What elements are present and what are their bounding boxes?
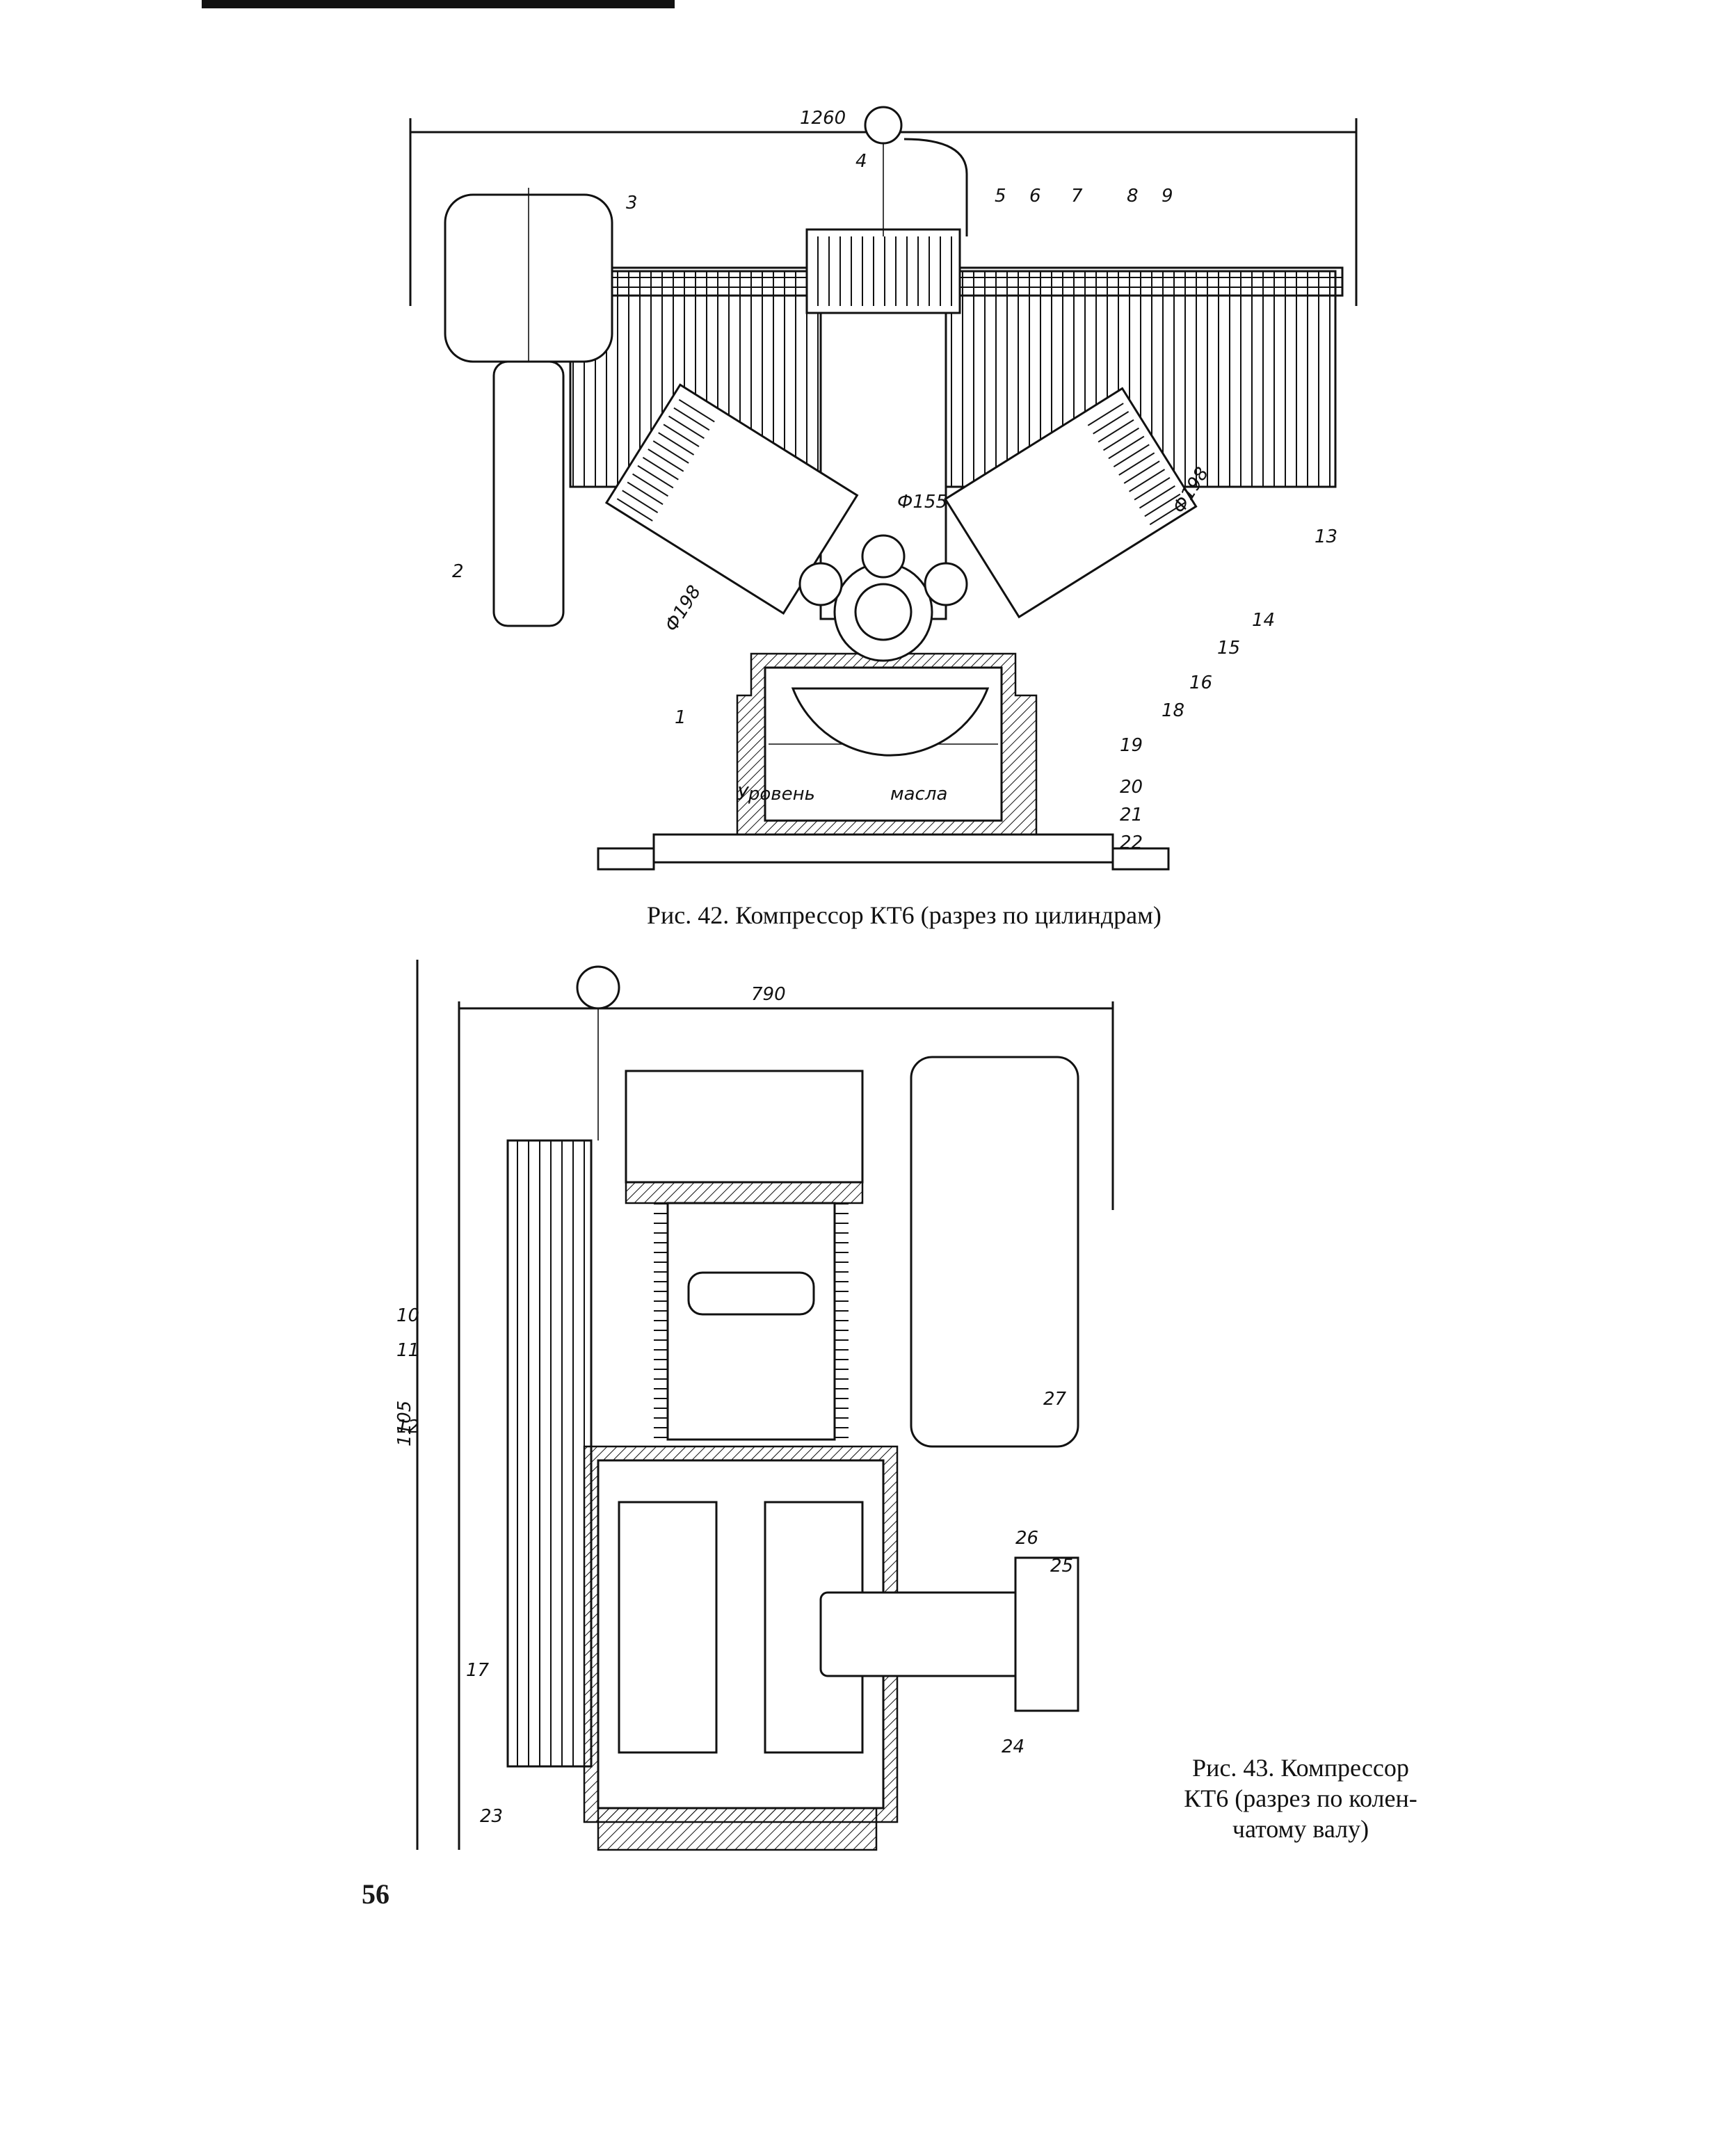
callout-13: 13 bbox=[1315, 526, 1337, 547]
callout-25: 25 bbox=[1050, 1556, 1073, 1577]
callout-5: 5 bbox=[995, 186, 1006, 207]
callout-23: 23 bbox=[480, 1806, 503, 1827]
callout-6: 6 bbox=[1029, 186, 1041, 207]
callout-21: 21 bbox=[1120, 805, 1143, 825]
oil-level-word1: Уровень bbox=[737, 784, 815, 805]
callout-18: 18 bbox=[1162, 700, 1184, 721]
callout-12: 12 bbox=[396, 1417, 419, 1437]
callout-15: 15 bbox=[1217, 638, 1240, 659]
callout-26: 26 bbox=[1015, 1528, 1038, 1549]
callout-14: 14 bbox=[1252, 610, 1275, 631]
figure-43-caption: Рис. 43. Компрессор КТ6 (разрез по колен… bbox=[1155, 1752, 1447, 1844]
callout-7: 7 bbox=[1071, 186, 1083, 207]
callout-9: 9 bbox=[1162, 186, 1173, 207]
figure-43-drawing: 790 1105 10 11 12 17 23 24 25 26 27 bbox=[389, 946, 1141, 1864]
figure-42-caption: Рис. 42. Компрессор КТ6 (разрез по цилин… bbox=[647, 901, 1162, 929]
callout-10: 10 bbox=[396, 1305, 419, 1326]
figure-42-drawing: 1260 bbox=[389, 97, 1377, 890]
callout-17: 17 bbox=[466, 1660, 490, 1681]
figure-43-caption-line-3: чатому валу) bbox=[1232, 1815, 1369, 1843]
callout-11: 11 bbox=[396, 1340, 419, 1361]
figure-43-caption-line-1: Рис. 43. Компрессор bbox=[1192, 1754, 1409, 1782]
diameter-center-label: Ф155 bbox=[897, 492, 947, 513]
callout-8: 8 bbox=[1127, 186, 1139, 207]
oil-level-word2: масла bbox=[890, 784, 947, 805]
callout-24: 24 bbox=[1002, 1736, 1024, 1757]
callout-3: 3 bbox=[626, 193, 638, 213]
dimension-width-label-43: 790 bbox=[751, 984, 786, 1005]
callout-4: 4 bbox=[855, 151, 867, 172]
dimension-width-label: 1260 bbox=[800, 108, 846, 129]
callout-1: 1 bbox=[675, 707, 686, 728]
dimension-height-label-43: 1105 bbox=[394, 1401, 415, 1446]
callout-2: 2 bbox=[452, 561, 464, 582]
figure-43-caption-line-2: КТ6 (разрез по колен- bbox=[1184, 1784, 1417, 1812]
page-number: 56 bbox=[362, 1878, 389, 1910]
callout-20: 20 bbox=[1120, 777, 1143, 798]
top-rule bbox=[202, 0, 675, 8]
callout-27: 27 bbox=[1043, 1389, 1067, 1410]
callout-22: 22 bbox=[1120, 832, 1143, 853]
diameter-left-label: Ф198 bbox=[661, 582, 705, 636]
callout-19: 19 bbox=[1120, 735, 1143, 756]
callout-16: 16 bbox=[1189, 672, 1212, 693]
